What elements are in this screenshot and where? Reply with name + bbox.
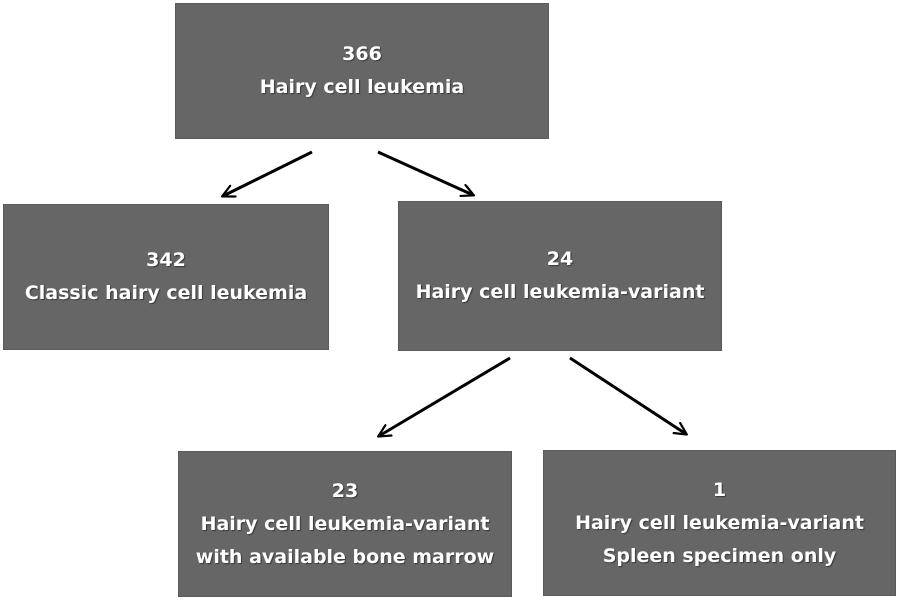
node-label: Hairy cell leukemia-variant bbox=[200, 512, 490, 535]
node-count: 366 bbox=[342, 43, 382, 65]
arrow-root-to-variant bbox=[377, 150, 473, 195]
node-count: 342 bbox=[146, 249, 186, 271]
node-variant-bone-marrow: 23 Hairy cell leukemia-variant with avai… bbox=[178, 451, 512, 597]
node-label: Hairy cell leukemia bbox=[259, 76, 465, 98]
node-variant-spleen-only: 1 Hairy cell leukemia-variant Spleen spe… bbox=[543, 450, 896, 596]
node-label: Classic hairy cell leukemia bbox=[24, 282, 308, 304]
node-label: Hairy cell leukemia-variant bbox=[575, 511, 864, 534]
node-label: Hairy cell leukemia-variant bbox=[415, 281, 705, 303]
arrow-variant-to-spleen bbox=[569, 356, 686, 434]
node-label-line2: with available bone marrow bbox=[195, 545, 495, 568]
node-count: 1 bbox=[712, 478, 727, 501]
arrow-root-to-classic bbox=[223, 150, 313, 196]
node-count: 23 bbox=[331, 479, 359, 502]
node-label-line2: Spleen specimen only bbox=[602, 544, 837, 567]
node-count: 24 bbox=[546, 248, 574, 270]
node-hairy-cell-leukemia: 366 Hairy cell leukemia bbox=[175, 3, 549, 139]
node-hairy-cell-leukemia-variant: 24 Hairy cell leukemia-variant bbox=[398, 201, 722, 351]
node-classic-hairy-cell-leukemia: 342 Classic hairy cell leukemia bbox=[3, 204, 329, 350]
arrow-variant-to-bone-marrow bbox=[379, 356, 511, 436]
